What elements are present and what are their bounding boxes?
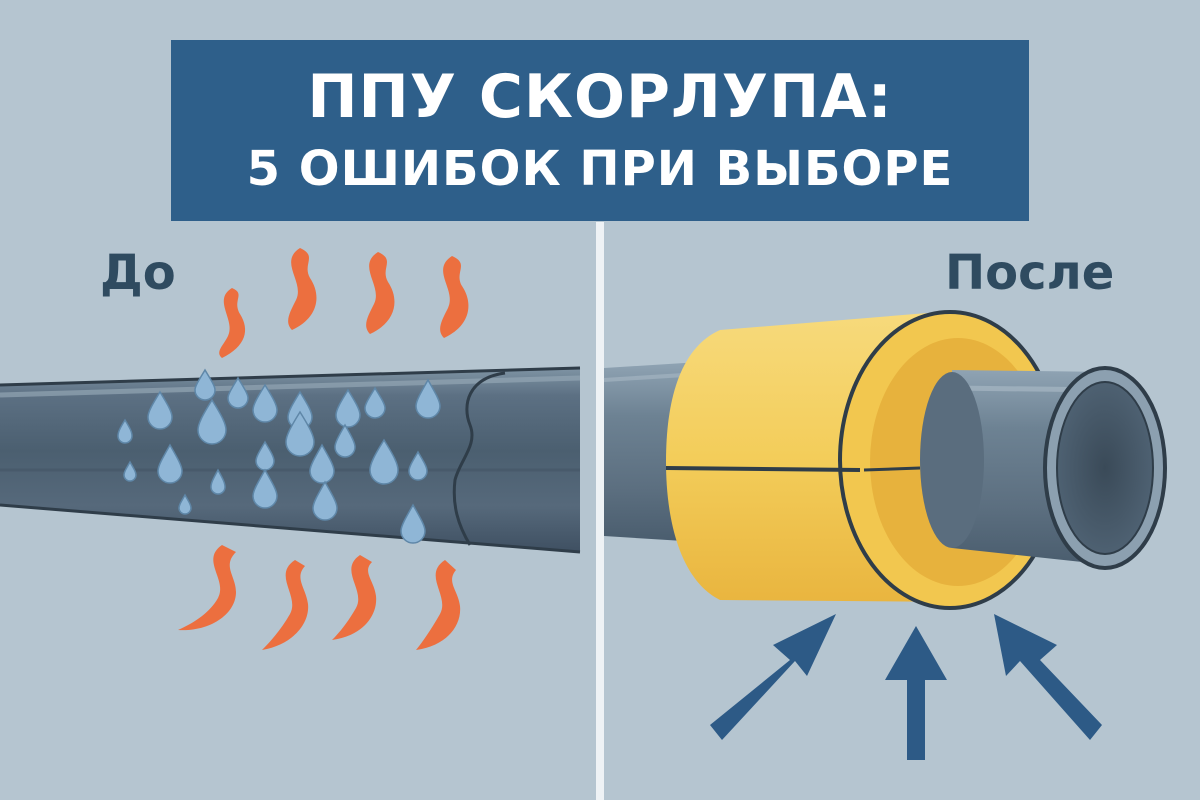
panel-divider: [596, 222, 604, 800]
heat-wave-icon: [178, 545, 461, 650]
title-line-1: ППУ СКОРЛУПА:: [307, 61, 893, 132]
water-drop-icon: [117, 368, 441, 544]
insulated-pipe-icon: [603, 310, 1167, 610]
title-banner: ППУ СКОРЛУПА: 5 ОШИБОК ПРИ ВЫБОРЕ: [171, 40, 1029, 221]
after-label: После: [945, 245, 1115, 301]
title-line-2: 5 ОШИБОК ПРИ ВЫБОРЕ: [246, 140, 954, 197]
before-label: До: [100, 245, 176, 301]
arrow-up-icon: [710, 614, 1102, 760]
bare-pipe-icon: [0, 366, 581, 554]
heat-wave-icon: [219, 248, 469, 358]
